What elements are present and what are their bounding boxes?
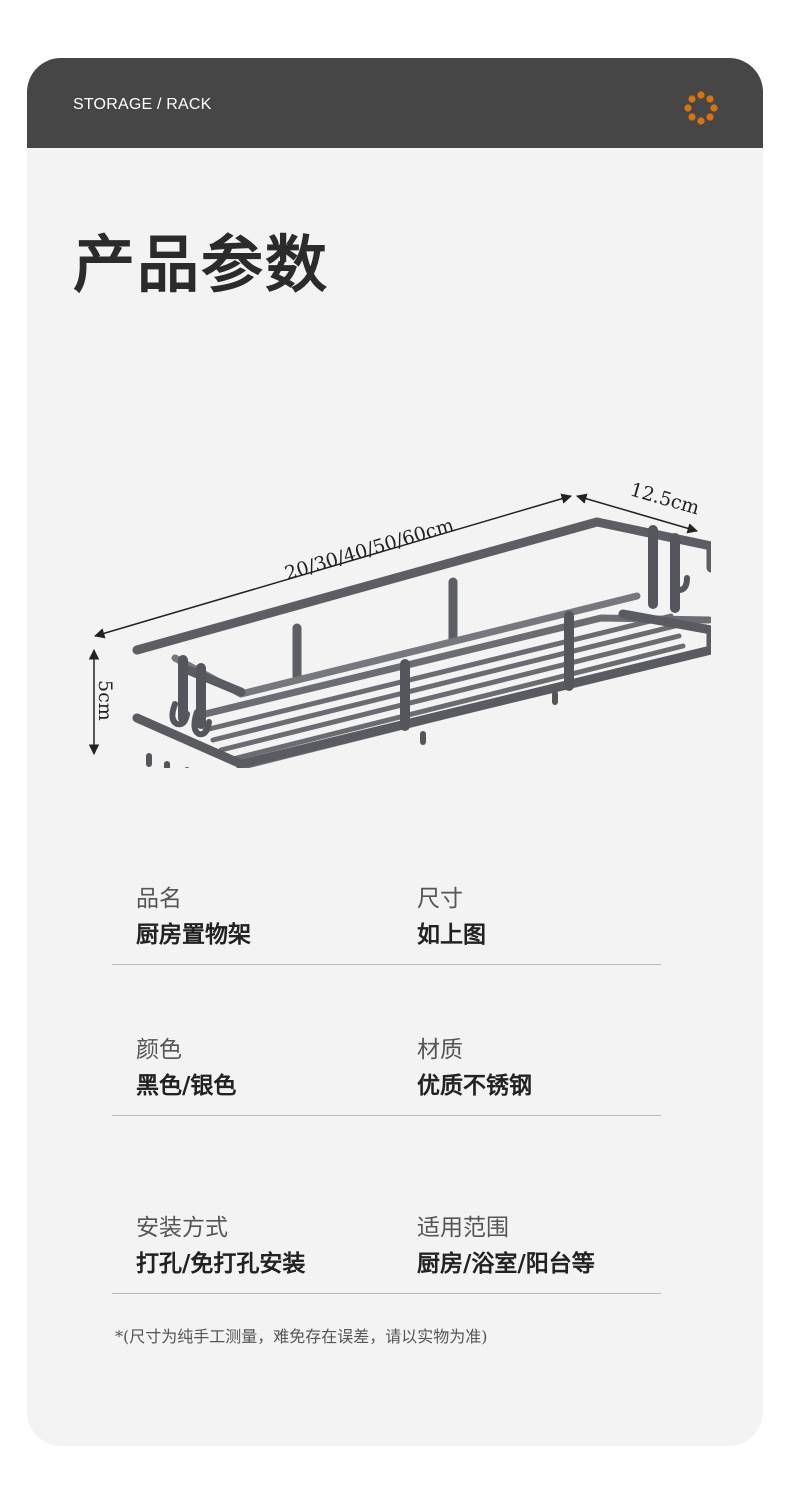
spec-value: 厨房置物架 [136, 921, 251, 948]
page-title: 产品参数 [73, 228, 330, 301]
spec-row-3: 安装方式 打孔/免打孔安装 适用范围 厨房/浴室/阳台等 [112, 1213, 661, 1294]
header-label: STORAGE / RACK [73, 96, 212, 113]
dots-icon [684, 91, 718, 125]
length-label: 20/30/40/50/60cm [282, 514, 456, 585]
rack-diagram: 20/30/40/50/60cm 12.5cm 5cm [88, 479, 711, 768]
spec-label: 尺寸 [417, 886, 463, 912]
spec-row-1: 品名 厨房置物架 尺寸 如上图 [112, 884, 661, 965]
spec-color: 颜色 黑色/银色 [136, 1035, 236, 1101]
header-bar: STORAGE / RACK [27, 58, 763, 148]
spec-value: 打孔/免打孔安装 [136, 1250, 306, 1277]
spec-card: STORAGE / RACK 产品参数 20/30/40/50/60 [27, 58, 763, 1446]
spec-label: 材质 [417, 1037, 463, 1063]
depth-arrow [575, 493, 699, 534]
spec-name: 品名 厨房置物架 [136, 884, 251, 950]
footnote: *(尺寸为纯手工测量，难免存在误差，请以实物为准) [115, 1327, 488, 1346]
spec-value: 厨房/浴室/阳台等 [417, 1250, 595, 1277]
spec-value: 如上图 [417, 921, 486, 948]
spec-label: 适用范围 [417, 1215, 509, 1241]
spec-size: 尺寸 如上图 [417, 884, 486, 950]
rack-image [132, 517, 711, 768]
length-arrow [93, 493, 573, 639]
spec-value: 优质不锈钢 [417, 1072, 532, 1099]
spec-value: 黑色/银色 [136, 1072, 237, 1099]
spec-label: 颜色 [136, 1037, 182, 1063]
spec-usage: 适用范围 厨房/浴室/阳台等 [417, 1213, 595, 1279]
spec-row-2: 颜色 黑色/银色 材质 优质不锈钢 [112, 1035, 661, 1116]
spec-label: 品名 [136, 886, 182, 912]
spec-material: 材质 优质不锈钢 [417, 1035, 532, 1101]
spec-installation: 安装方式 打孔/免打孔安装 [136, 1213, 305, 1279]
height-label: 5cm [94, 680, 116, 721]
spec-label: 安装方式 [136, 1215, 228, 1241]
